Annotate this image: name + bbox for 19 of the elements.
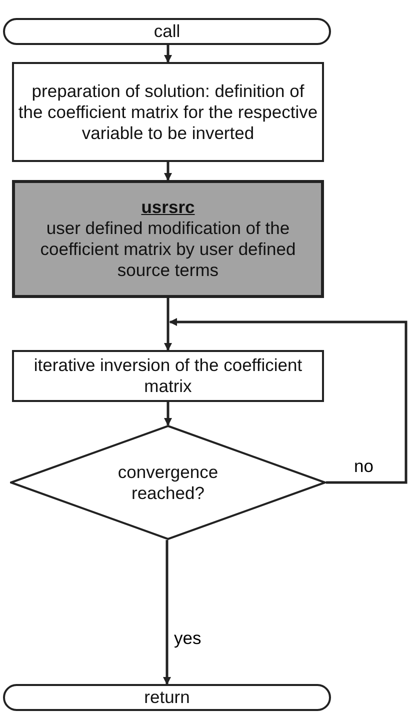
arrow bbox=[164, 162, 172, 181]
process-box bbox=[12, 180, 324, 298]
arrow bbox=[163, 540, 171, 685]
subroutine-name: usrsrc bbox=[140, 197, 196, 218]
arrow bbox=[169, 318, 408, 484]
process-box bbox=[12, 62, 324, 162]
arrow bbox=[164, 402, 172, 426]
node-text: iterative inversion of the coefficient matrix bbox=[32, 355, 304, 397]
node-text: preparation of solution: definition of the coefficient matrix for the respective variable to be inverted bbox=[17, 80, 319, 144]
arrow bbox=[164, 45, 172, 63]
terminator-shape bbox=[3, 18, 331, 45]
node-text: return bbox=[143, 687, 191, 708]
node-text: convergence reached? bbox=[116, 462, 220, 504]
arrow bbox=[164, 298, 172, 351]
node-text: call bbox=[152, 21, 182, 42]
terminator-shape bbox=[3, 684, 331, 711]
process-box bbox=[12, 350, 324, 402]
node-text: user defined modification of the coefficient matrix by user defined source terms bbox=[39, 218, 297, 281]
decision-diamond bbox=[10, 425, 326, 540]
